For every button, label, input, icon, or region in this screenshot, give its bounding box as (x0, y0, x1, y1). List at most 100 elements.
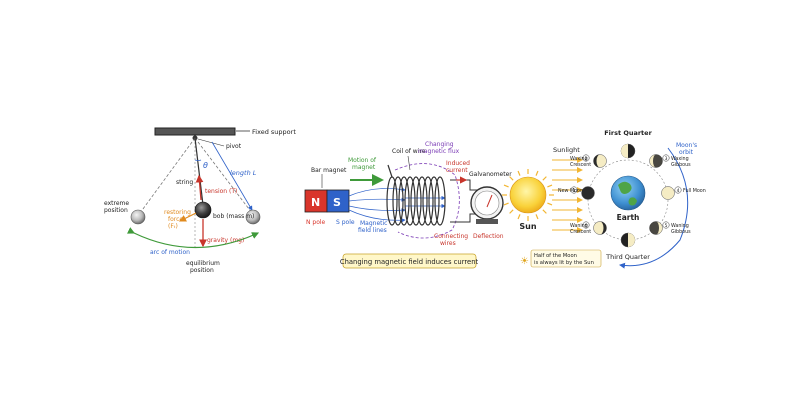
fixed-support-bar (154, 127, 236, 136)
moon-orbit (587, 159, 669, 241)
sun (502, 169, 554, 221)
phase-label-line-2: Gibbous (671, 229, 691, 235)
coil-loop (410, 176, 422, 226)
coil-label: Coil of wire (392, 148, 426, 155)
sun-ray (547, 202, 553, 206)
arc-of-motion (127, 227, 260, 249)
pendulum-diagram: Fixed support pivot θ length L string te… (104, 127, 296, 274)
restoring-force-label-2: force (168, 216, 183, 223)
sun-ray (509, 209, 514, 214)
moon-shadow (600, 221, 607, 235)
sun-ray (535, 170, 539, 176)
caption-text: Changing magnetic field induces current (340, 258, 479, 266)
length-indicator (211, 141, 253, 211)
left-extreme-bob (130, 209, 146, 225)
coil-loop (428, 176, 440, 226)
phase-number: 6 (585, 223, 588, 229)
theta-arc (194, 159, 202, 161)
coil-loop (416, 176, 428, 226)
phase-number: 5 (665, 223, 668, 229)
sun-ray (503, 184, 509, 188)
phase-label: Waxing (570, 156, 588, 162)
sun-ray (517, 170, 521, 176)
n-pole-label: N pole (306, 219, 326, 226)
earth-label: Earth (617, 213, 640, 222)
phase-label: New Moon (558, 188, 583, 194)
changing-flux-label-2: magnetic flux (418, 148, 460, 155)
changing-flux-label: Changing (425, 141, 454, 148)
caption-box (342, 253, 477, 269)
deflection-label: Deflection (473, 233, 504, 240)
galvanometer-label: Galvanometer (469, 171, 512, 178)
coil-loop (398, 176, 410, 226)
sun-ray (535, 214, 539, 220)
induced-current-label-2: current (446, 167, 468, 174)
phase-label-line-2: Crescent (570, 229, 591, 235)
moons-orbit-label: Moon's (676, 142, 697, 149)
sun-ray (503, 202, 509, 206)
phase-number: 4 (677, 188, 680, 194)
earth-land (618, 181, 637, 206)
n-letter: N (311, 196, 320, 209)
sun-ray (542, 176, 547, 181)
phase-number: 2 (585, 156, 588, 162)
galvanometer-needle (486, 194, 493, 208)
phase-label: Full Moon (683, 188, 706, 194)
equilibrium-label-2: position (190, 267, 214, 274)
first-quarter-label: First Quarter (604, 129, 652, 137)
coil-of-wire (386, 164, 446, 226)
connecting-wire-top (450, 179, 478, 191)
coil-loop (422, 176, 434, 226)
flux-region (394, 163, 460, 239)
phase-label: Waning (671, 223, 689, 229)
phase-label-line-2: Gibbous (671, 162, 691, 168)
tension-label: tension (T) (205, 188, 237, 195)
restoring-force-label: restoring (164, 209, 191, 216)
right-extreme-bob (245, 209, 261, 225)
left-extreme-string (139, 137, 196, 214)
string-label: string (176, 179, 193, 186)
sunlight-arrows (552, 157, 583, 233)
sun-disk (509, 176, 547, 214)
coil-loop (392, 176, 404, 226)
connecting-wires-label: Connecting (434, 233, 468, 240)
moon-phases-diagram: Sun Sunlight Moon's orbit Earth First Qu… (502, 129, 706, 269)
equilibrium-label: equilibrium (186, 260, 220, 267)
induction-diagram: N S Bar magnet N pole S pole Motion of m… (304, 141, 512, 269)
right-extreme-string (194, 137, 253, 214)
note-line-1: Half of the Moon (534, 253, 577, 259)
connecting-wire-bottom (450, 213, 478, 223)
s-pole-label: S pole (336, 219, 355, 226)
bob-label: bob (mass m) (213, 213, 254, 220)
connecting-wires-label-2: wires (440, 240, 456, 247)
phase-label: Waning (570, 223, 588, 229)
s-letter: S (333, 196, 341, 209)
phase-number-badge (582, 154, 590, 162)
note-box (530, 249, 602, 268)
arc-of-motion-label: arc of motion (150, 249, 190, 256)
motion-label-2: magnet (352, 164, 376, 171)
coil-loop (404, 176, 416, 226)
field-lines-label-2: field lines (358, 227, 387, 234)
moon-shadow (593, 154, 600, 168)
moon-shadow (653, 154, 663, 168)
phase-label: Waxing (671, 156, 689, 162)
theta-label: θ (203, 161, 208, 170)
phase-number: 3 (665, 156, 668, 162)
phase-number-badge (662, 221, 670, 229)
third-quarter-moon (620, 232, 636, 248)
coil-loop (386, 176, 398, 226)
sun-ray (509, 176, 514, 181)
sun-ray (542, 209, 547, 214)
orbit-direction-arrow (619, 147, 689, 269)
restoring-force-label-3: (Fₜ) (168, 223, 178, 230)
moons-orbit-label-2: orbit (679, 149, 694, 156)
coil-lead (387, 164, 393, 178)
